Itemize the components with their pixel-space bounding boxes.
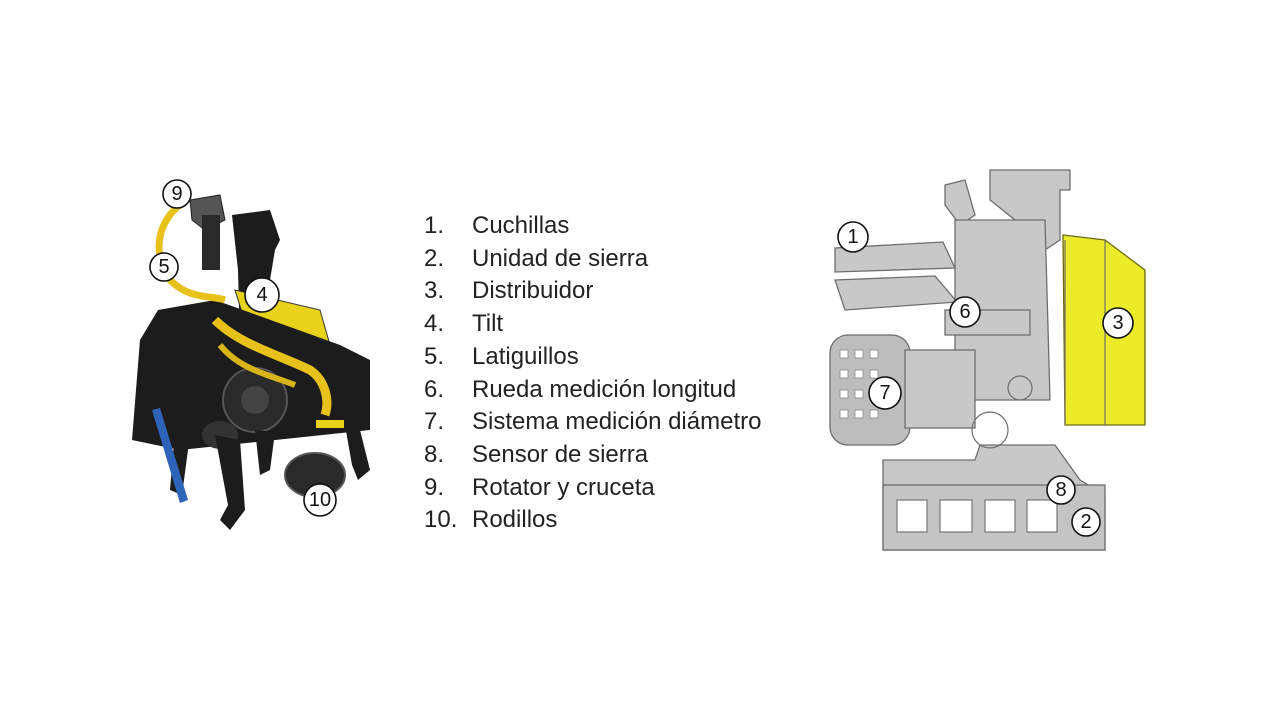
svg-text:1: 1 — [847, 226, 858, 248]
callout-1: 1 — [838, 222, 868, 252]
harvester-head-photo-icon: 9 5 4 10 — [120, 170, 390, 540]
legend-item: 1.Cuchillas — [424, 210, 761, 243]
legend-item-label: Cuchillas — [472, 210, 569, 243]
callout-4: 4 — [245, 278, 279, 312]
callout-10: 10 — [304, 484, 336, 516]
legend-item-number: 3. — [424, 275, 472, 308]
legend-item-number: 8. — [424, 439, 472, 472]
callout-9: 9 — [163, 180, 191, 208]
legend-item: 8.Sensor de sierra — [424, 439, 761, 472]
svg-text:10: 10 — [309, 489, 331, 511]
legend-item: 4.Tilt — [424, 308, 761, 341]
callout-7: 7 — [869, 377, 901, 409]
svg-text:2: 2 — [1080, 511, 1091, 533]
legend-item-label: Rodillos — [472, 504, 557, 537]
legend-item-label: Tilt — [472, 308, 503, 341]
harvester-photo: 9 5 4 10 — [120, 170, 390, 540]
legend-item-number: 6. — [424, 374, 472, 407]
legend-item-label: Latiguillos — [472, 341, 579, 374]
svg-text:3: 3 — [1112, 312, 1123, 334]
callout-3: 3 — [1103, 308, 1133, 338]
svg-text:5: 5 — [158, 256, 169, 278]
svg-text:7: 7 — [879, 382, 890, 404]
legend-item: 3.Distribuidor — [424, 275, 761, 308]
harvester-head-schematic-icon: 1 6 3 7 8 2 — [815, 160, 1160, 560]
legend-item: 10.Rodillos — [424, 504, 761, 537]
legend-item: 7.Sistema medición diámetro — [424, 406, 761, 439]
callout-8: 8 — [1047, 476, 1075, 504]
legend-item-number: 5. — [424, 341, 472, 374]
legend-item-label: Unidad de sierra — [472, 243, 648, 276]
legend-item-label: Rueda medición longitud — [472, 374, 736, 407]
legend-item: 5.Latiguillos — [424, 341, 761, 374]
legend-item: 9.Rotator y cruceta — [424, 472, 761, 505]
legend-item-label: Rotator y cruceta — [472, 472, 655, 505]
callout-5: 5 — [150, 253, 178, 281]
legend-item-number: 7. — [424, 406, 472, 439]
legend-item-label: Distribuidor — [472, 275, 593, 308]
callout-2: 2 — [1072, 508, 1100, 536]
legend-item-label: Sistema medición diámetro — [472, 406, 761, 439]
legend-item-number: 10. — [424, 504, 472, 537]
svg-text:4: 4 — [256, 284, 267, 306]
svg-text:9: 9 — [171, 183, 182, 205]
legend-item-number: 4. — [424, 308, 472, 341]
harvester-schematic: 1 6 3 7 8 2 — [815, 160, 1160, 560]
svg-text:8: 8 — [1055, 479, 1066, 501]
callout-6: 6 — [950, 297, 980, 327]
legend-item-number: 2. — [424, 243, 472, 276]
legend-item: 6.Rueda medición longitud — [424, 374, 761, 407]
legend-item: 2.Unidad de sierra — [424, 243, 761, 276]
legend-item-number: 1. — [424, 210, 472, 243]
legend-item-number: 9. — [424, 472, 472, 505]
svg-text:6: 6 — [959, 301, 970, 323]
legend-item-label: Sensor de sierra — [472, 439, 648, 472]
